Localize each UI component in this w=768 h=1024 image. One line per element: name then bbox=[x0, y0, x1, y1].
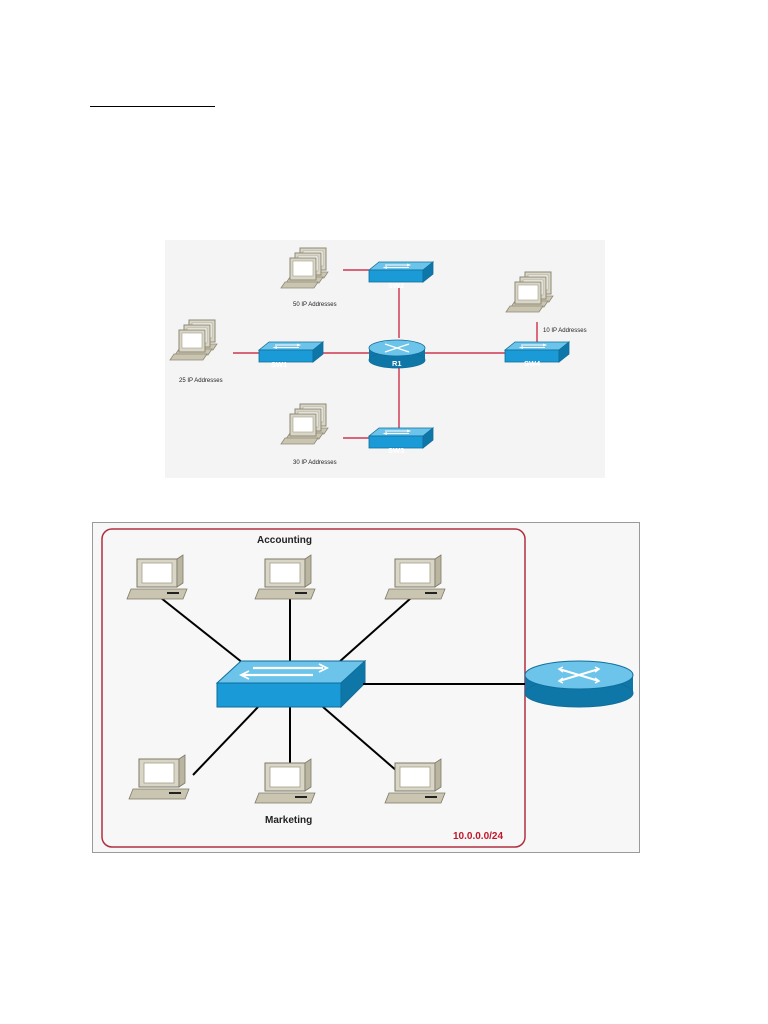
switch-sw3-label: SW3 bbox=[388, 446, 404, 455]
router-r1-label: R1 bbox=[392, 359, 402, 368]
network-links bbox=[233, 269, 538, 439]
central-switch bbox=[215, 659, 367, 709]
pc-marketing-1 bbox=[128, 754, 190, 800]
switch-sw4-label: SW4 bbox=[524, 359, 541, 368]
subnet-label: 10.0.0.0/24 bbox=[453, 831, 503, 842]
host-group-sw3 bbox=[281, 404, 328, 444]
router-r1: R1 bbox=[368, 339, 426, 369]
host-group-sw4 bbox=[506, 272, 553, 312]
switch-sw2-label: SW2 bbox=[388, 281, 404, 290]
host-count-sw4: 10 IP Addresses bbox=[543, 328, 587, 334]
switch-sw3: SW3 bbox=[368, 427, 434, 455]
switch-sw1: SW1 bbox=[258, 341, 324, 369]
pc-marketing-3 bbox=[384, 758, 446, 804]
zone-label-accounting: Accounting bbox=[257, 535, 312, 546]
host-count-sw3: 30 IP Addresses bbox=[293, 460, 337, 466]
vlsm-topology-diagram: 50 IP Addresses SW2 25 IP Addresses SW1 … bbox=[165, 240, 605, 478]
switch-sw4: SW4 bbox=[504, 341, 570, 368]
host-count-sw2: 50 IP Addresses bbox=[293, 302, 337, 308]
host-group-sw1 bbox=[170, 320, 217, 360]
switch-sw2: SW2 bbox=[368, 261, 434, 290]
host-count-sw1: 25 IP Addresses bbox=[179, 378, 223, 384]
switch-sw1-label: SW1 bbox=[271, 360, 287, 369]
title-underline bbox=[90, 106, 215, 107]
host-group-sw2 bbox=[281, 248, 328, 288]
gateway-router bbox=[524, 660, 634, 708]
pc-marketing-2 bbox=[254, 758, 316, 804]
lan-subnet-diagram: Accounting Marketing 10.0.0.0/24 bbox=[92, 522, 640, 853]
zone-label-marketing: Marketing bbox=[265, 815, 312, 826]
lan-subnet-svg: Accounting Marketing 10.0.0.0/24 bbox=[101, 528, 634, 848]
pc-accounting-1 bbox=[126, 554, 188, 600]
pc-accounting-3 bbox=[384, 554, 446, 600]
pc-accounting-2 bbox=[254, 554, 316, 600]
vlsm-topology-svg: 50 IP Addresses SW2 25 IP Addresses SW1 … bbox=[165, 240, 587, 466]
